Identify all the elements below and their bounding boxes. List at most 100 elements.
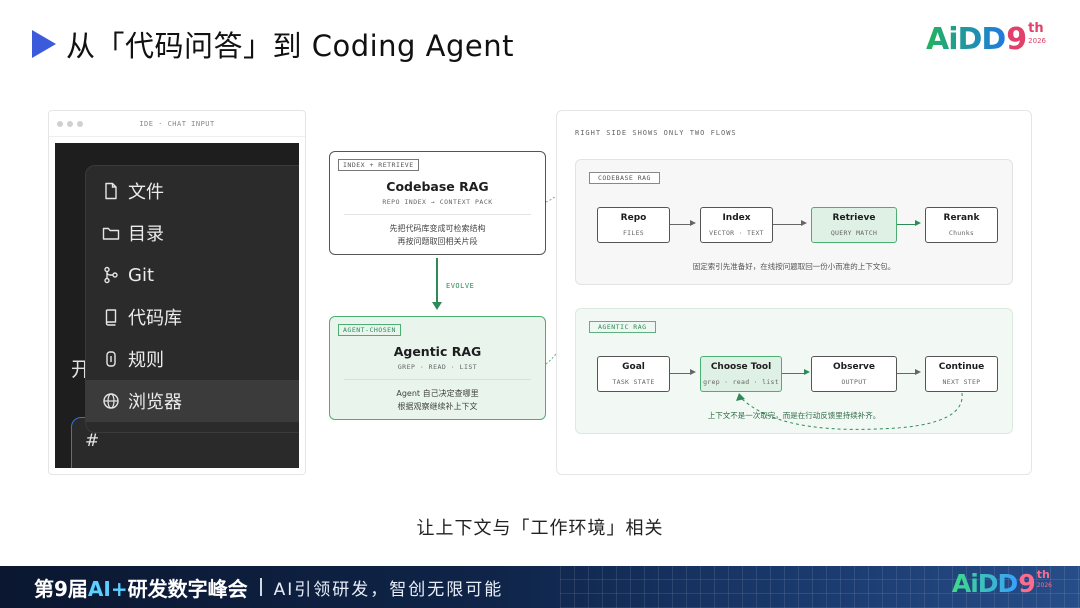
rules-icon (102, 350, 120, 368)
connector-dash-bottom (546, 350, 556, 370)
card-subtitle: GREP · READ · LIST (330, 363, 545, 371)
slide-title-row: 从「代码问答」到 Coding Agent (32, 24, 514, 64)
logo-edition-number: 9 (1018, 569, 1035, 599)
card-desc-line: 先把代码库变成可检索结构 (330, 222, 545, 235)
title-triangle-icon (32, 30, 56, 58)
card-description: Agent 自己决定查哪里 根据观察继续补上下文 (330, 387, 545, 413)
chat-input-text: # (85, 431, 99, 451)
node-subtitle: FILES (598, 229, 669, 237)
evolve-label: EVOLVE (446, 282, 474, 290)
logo-year: 2026 (1028, 38, 1046, 45)
flow-node-choose-tool: Choose Tool grep · read · list (700, 356, 782, 392)
card-divider (344, 379, 531, 380)
flow-arrowhead-icon (804, 369, 810, 375)
node-title: Goal (598, 362, 669, 372)
git-branch-icon (102, 266, 120, 284)
file-icon (102, 182, 120, 200)
node-subtitle: grep · read · list (701, 378, 781, 386)
connector-dash-top (546, 190, 556, 210)
ide-title-bar: IDE · CHAT INPUT (49, 111, 305, 137)
agentic-rag-card: AGENT-CHOSEN Agentic RAG GREP · READ · L… (329, 316, 546, 420)
folder-icon (102, 224, 120, 242)
flow-node-rerank: Rerank Chunks (925, 207, 998, 243)
node-title: Repo (598, 213, 669, 223)
node-subtitle: VECTOR · TEXT (701, 229, 772, 237)
node-title: Continue (926, 362, 997, 372)
card-desc-line: 根据观察继续补上下文 (330, 400, 545, 413)
node-title: Observe (812, 362, 896, 372)
flow-connector (670, 373, 690, 374)
aidd-logo-footer: AiDD 9 th 2026 (952, 569, 1052, 599)
flow-node-continue: Continue NEXT STEP (925, 356, 998, 392)
flow-connector (782, 373, 804, 374)
lane-note: 上下文不是一次取完，而是在行动反馈里持续补齐。 (576, 410, 1012, 421)
card-title: Codebase RAG (330, 179, 545, 194)
agentic-rag-lane: AGENTIC RAG Goal TASK STATE Choose Tool … (575, 308, 1013, 434)
menu-item-folder[interactable]: 目录 (86, 212, 299, 254)
repository-icon (102, 308, 120, 326)
menu-item-file[interactable]: 文件 (86, 170, 299, 212)
flow-node-index: Index VECTOR · TEXT (700, 207, 773, 243)
footer-banner: 第9届AI+研发数字峰会 AI引领研发，智创无限可能 (0, 566, 1080, 608)
flow-node-goal: Goal TASK STATE (597, 356, 670, 392)
evolve-arrowhead-icon (432, 302, 442, 310)
footer-event-info: 第9届AI+研发数字峰会 AI引领研发，智创无限可能 (34, 572, 503, 602)
flow-arrowhead-icon (690, 369, 696, 375)
menu-item-label: 代码库 (128, 304, 182, 330)
logo-side: th 2026 (1028, 22, 1046, 45)
node-subtitle: QUERY MATCH (812, 229, 896, 237)
menu-item-label: Git (128, 265, 154, 286)
evolve-arrow-line (436, 258, 438, 306)
menu-item-browser[interactable]: 浏览器 (86, 380, 299, 422)
event-suffix: 研发数字峰会 (128, 577, 248, 601)
footer-slogan: AI引领研发，智创无限可能 (274, 575, 504, 600)
logo-wordmark: AiDD (952, 569, 1017, 599)
node-title: Rerank (926, 213, 997, 223)
ide-bar-label: IDE · CHAT INPUT (49, 120, 305, 128)
node-subtitle: Chunks (926, 229, 997, 237)
logo-edition-number: 9 (1006, 22, 1027, 58)
card-description: 先把代码库变成可检索结构 再按问题取回相关片段 (330, 222, 545, 248)
footer-divider (260, 578, 262, 596)
card-title: Agentic RAG (330, 344, 545, 359)
flow-connector (897, 224, 915, 225)
aidd-logo-top: AiDD 9 th 2026 (926, 22, 1046, 58)
flow-arrowhead-icon (915, 220, 921, 226)
flow-connector (670, 224, 690, 225)
node-subtitle: OUTPUT (812, 378, 896, 386)
lane-note: 固定索引先准备好，在线按问题取回一份小而准的上下文包。 (576, 261, 1012, 272)
context-menu: 文件 目录 Git 代码库 (85, 165, 299, 433)
lane-tag: CODEBASE RAG (589, 172, 660, 184)
flow-connector (773, 224, 801, 225)
flow-arrowhead-icon (801, 220, 807, 226)
logo-wordmark: AiDD (926, 22, 1005, 58)
node-subtitle: NEXT STEP (926, 378, 997, 386)
flow-node-retrieve: Retrieve QUERY MATCH (811, 207, 897, 243)
slide-title: 从「代码问答」到 Coding Agent (66, 23, 514, 65)
flow-node-observe: Observe OUTPUT (811, 356, 897, 392)
card-desc-line: 再按问题取回相关片段 (330, 235, 545, 248)
event-highlight: AI+ (88, 577, 128, 601)
codebase-rag-card: INDEX + RETRIEVE Codebase RAG REPO INDEX… (329, 151, 546, 255)
ide-screen: 开 # 文件 目录 Git (55, 143, 299, 468)
menu-item-repository[interactable]: 代码库 (86, 296, 299, 338)
menu-item-rules[interactable]: 规则 (86, 338, 299, 380)
card-tag: INDEX + RETRIEVE (338, 159, 419, 171)
menu-item-git[interactable]: Git (86, 254, 299, 296)
menu-item-label: 文件 (128, 178, 164, 204)
node-title: Choose Tool (701, 362, 781, 372)
card-desc-line: Agent 自己决定查哪里 (330, 387, 545, 400)
flows-heading: RIGHT SIDE SHOWS ONLY TWO FLOWS (575, 129, 737, 137)
logo-side: th 2026 (1037, 569, 1052, 589)
flow-arrowhead-icon (915, 369, 921, 375)
menu-item-label: 规则 (128, 346, 164, 372)
slide-caption: 让上下文与「工作环境」相关 (0, 514, 1080, 540)
node-title: Retrieve (812, 213, 896, 223)
card-subtitle: REPO INDEX → CONTEXT PACK (330, 198, 545, 206)
codebase-rag-lane: CODEBASE RAG Repo FILES Index VECTOR · T… (575, 159, 1013, 285)
menu-item-label: 目录 (128, 220, 164, 246)
card-divider (344, 214, 531, 215)
menu-item-label: 浏览器 (128, 388, 182, 414)
node-subtitle: TASK STATE (598, 378, 669, 386)
ide-chat-panel: IDE · CHAT INPUT 开 # 文件 目录 Git (48, 110, 306, 475)
